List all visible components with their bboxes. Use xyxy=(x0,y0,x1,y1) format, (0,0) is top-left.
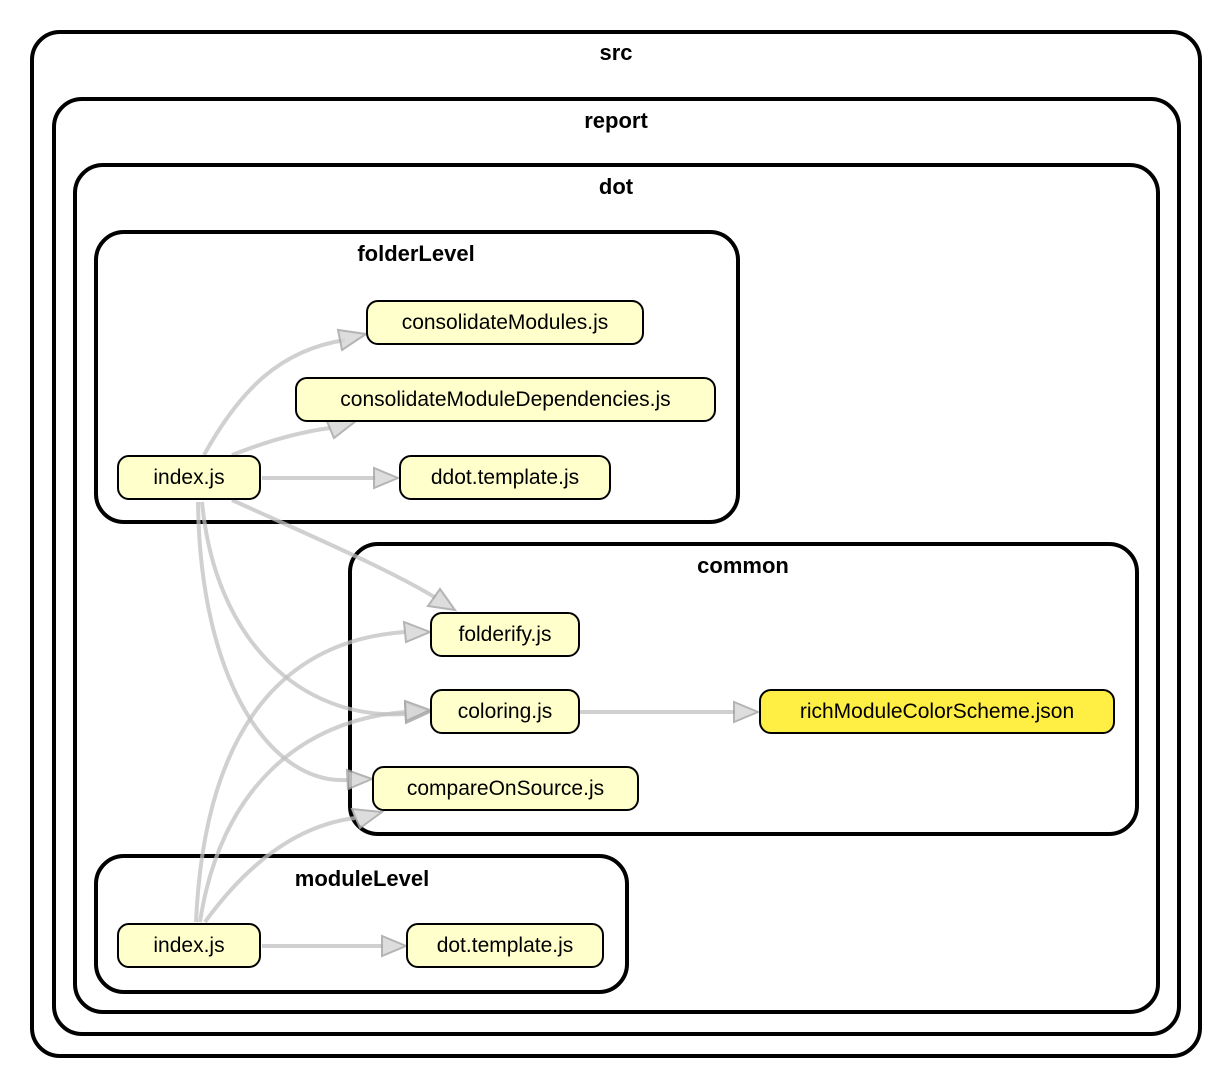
arrowhead xyxy=(350,807,385,830)
cluster-modulelevel xyxy=(94,854,629,994)
cluster-title-report: report xyxy=(584,108,648,133)
node-ddot-template-js[interactable]: ddot.template.js xyxy=(399,455,611,500)
arrowhead xyxy=(336,328,369,352)
node-folderify-js[interactable]: folderify.js xyxy=(430,612,580,657)
edge-mlindex-to-coloring xyxy=(198,710,406,923)
node-consolidatemodules-js[interactable]: consolidateModules.js xyxy=(366,300,644,345)
edge-index-to-coloring xyxy=(200,501,406,717)
arrowhead xyxy=(426,587,458,612)
cluster-title-modulelevel: moduleLevel xyxy=(294,866,430,891)
node-consolidatemoduledependencies-js[interactable]: consolidateModuleDependencies.js xyxy=(295,377,716,422)
arrowhead xyxy=(733,700,761,724)
cluster-src xyxy=(30,30,1202,1058)
node-richmodulecolorscheme-json[interactable]: richModuleColorScheme.json xyxy=(759,689,1115,734)
arrowhead xyxy=(381,934,409,958)
arrowhead xyxy=(403,699,433,723)
cluster-folderlevel xyxy=(94,230,740,524)
node-compareonsource-js[interactable]: compareOnSource.js xyxy=(372,766,639,811)
cluster-title-common: common xyxy=(697,553,789,578)
node-modulelevel-index-js[interactable]: index.js xyxy=(117,923,261,968)
cluster-common xyxy=(348,542,1139,836)
node-coloring-js[interactable]: coloring.js xyxy=(430,689,580,734)
node-folderlevel-index-js[interactable]: index.js xyxy=(117,455,261,500)
edge-index-to-folderify xyxy=(231,498,438,600)
arrowhead xyxy=(373,466,401,490)
cluster-title-dot: dot xyxy=(598,174,634,199)
cluster-dot xyxy=(73,163,1160,1014)
edge-index-to-compareonsource xyxy=(196,501,349,783)
edge-mlindex-to-folderify xyxy=(194,630,406,923)
arrowhead xyxy=(345,768,375,791)
edge-index-to-consolidatemodules xyxy=(202,338,346,456)
cluster-title-folderlevel: folderLevel xyxy=(357,241,475,266)
cluster-report xyxy=(52,97,1181,1036)
edge-index-to-consolidatemoduledeps xyxy=(231,426,331,457)
cluster-title-src: src xyxy=(599,40,633,65)
edge-mlindex-to-compareonsource xyxy=(203,816,356,924)
node-dot-template-js[interactable]: dot.template.js xyxy=(406,923,604,968)
arrowhead xyxy=(402,620,433,644)
